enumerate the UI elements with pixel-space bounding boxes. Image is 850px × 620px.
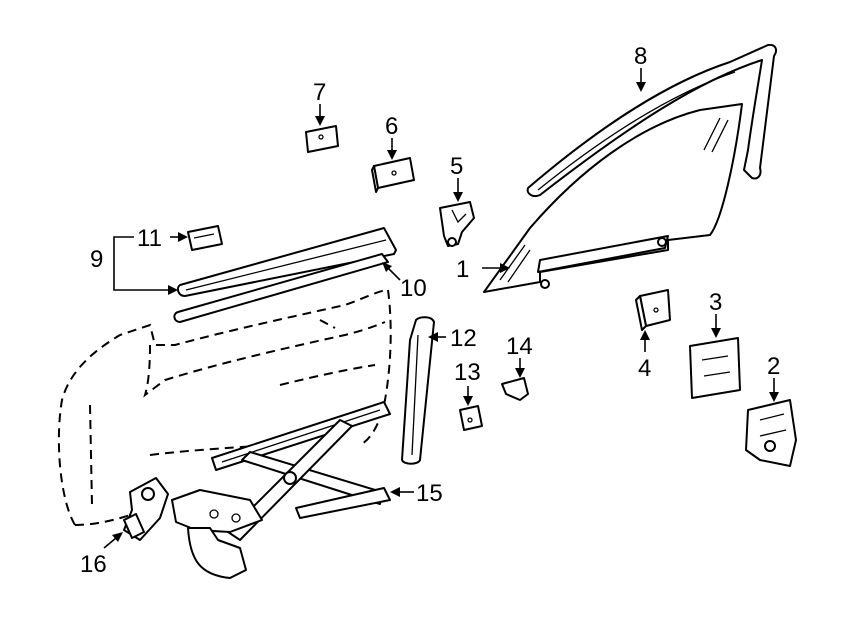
callout-9: 9: [90, 246, 103, 273]
clip-7-part: [305, 125, 339, 153]
lock-actuator-2-part: [745, 399, 797, 467]
callout-10: 10: [400, 275, 427, 302]
callout-labels: 1 2 3 4 5 6 7 8 9 10 11 12 13 14 15 16: [80, 43, 780, 578]
regulator-motor-16-part: [123, 477, 169, 541]
callout-6: 6: [385, 113, 398, 140]
callout-7: 7: [313, 79, 326, 106]
clip-11-part: [187, 225, 223, 251]
inner-belt-moulding-part: [173, 253, 389, 323]
callout-4: 4: [638, 355, 651, 382]
callout-2: 2: [767, 353, 780, 380]
clip-13-part: [459, 405, 483, 431]
callout-12: 12: [450, 325, 477, 352]
window-frame-seal-part: [526, 43, 777, 198]
callout-13: 13: [454, 359, 481, 386]
callout-14: 14: [506, 333, 533, 360]
callout-5: 5: [450, 153, 463, 180]
callout-1: 1: [456, 256, 469, 283]
callout-15: 15: [416, 480, 443, 507]
callout-8: 8: [634, 43, 647, 70]
outer-belt-moulding-part: [176, 227, 397, 297]
label-3-part: [689, 337, 741, 399]
callout-11: 11: [137, 225, 162, 252]
door-glass-part: [483, 103, 743, 293]
bracket-14-part: [501, 377, 529, 401]
callout-16: 16: [80, 551, 107, 578]
run-channel-12-part: [401, 316, 435, 465]
callout-3: 3: [709, 289, 722, 316]
guide-5-part: [439, 201, 475, 247]
clip-4-part: [635, 289, 671, 331]
leader-lines: [103, 68, 779, 549]
bracket-6-part: [371, 157, 415, 193]
window-regulator-15-part: [171, 401, 391, 579]
